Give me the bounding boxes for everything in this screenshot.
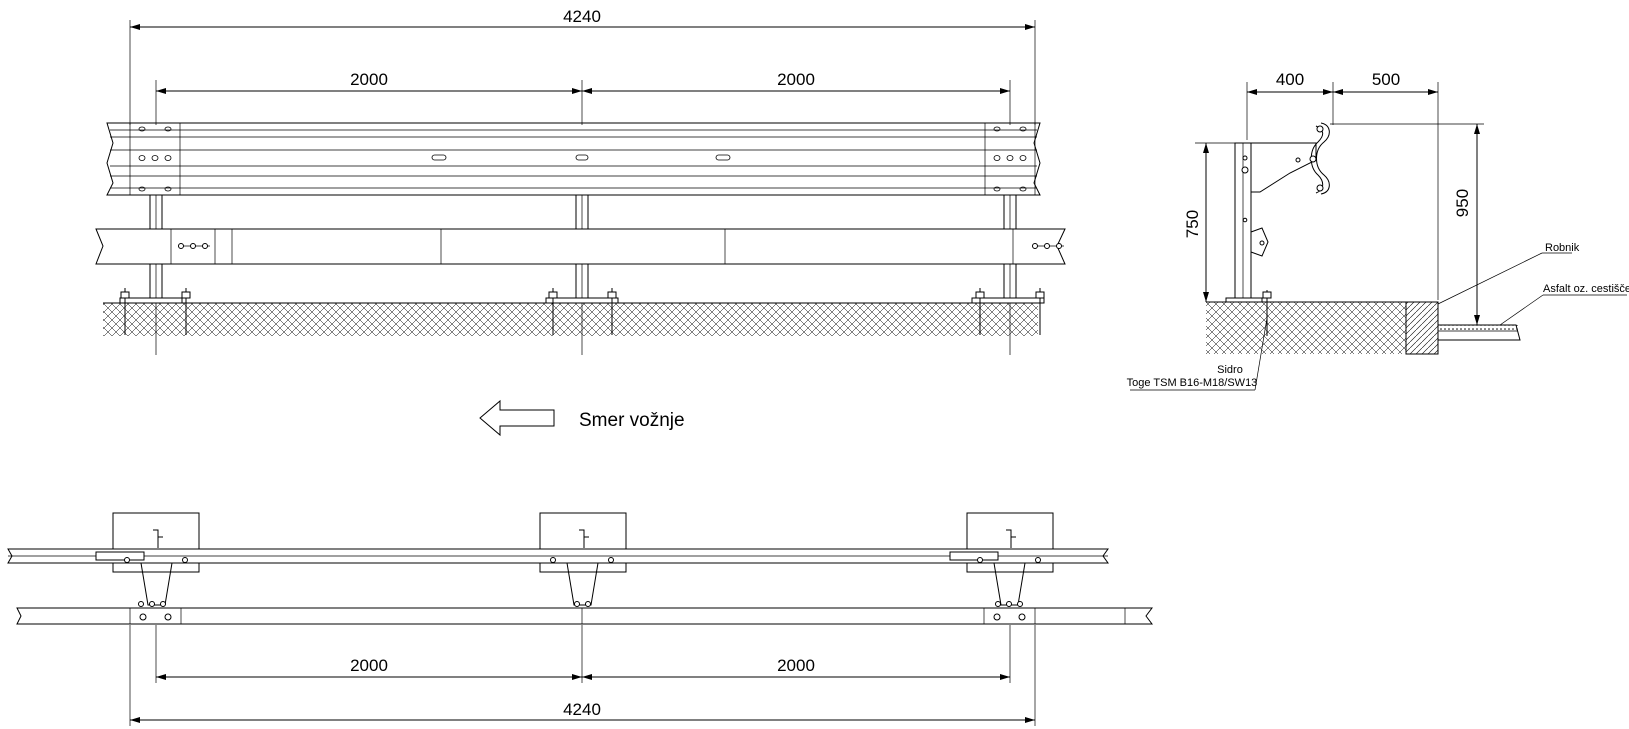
curb	[1405, 301, 1439, 355]
w-beam-rail	[106, 122, 1041, 196]
plan-dim-total-label: 4240	[563, 700, 601, 719]
elevation-dim-span-right-label: 2000	[777, 70, 815, 89]
w-beam-profile	[1309, 122, 1330, 195]
section-ground	[1206, 290, 1406, 354]
plan-dim-total: 4240	[129, 625, 1036, 726]
ground-elevation	[103, 288, 1045, 355]
elevation-view: 4240 2000 2000	[95, 7, 1066, 355]
plan-bracket	[124, 529, 188, 607]
direction-label: Smer vožnje	[579, 410, 685, 431]
splice-bolts	[178, 243, 1064, 249]
elevation-dim-spans: 2000 2000	[155, 70, 1011, 125]
label-curb: Robnik	[1437, 242, 1580, 305]
plan-dim-span-left-label: 2000	[350, 656, 388, 675]
elevation-dim-span-left-label: 2000	[350, 70, 388, 89]
section-dim-total-height-label: 950	[1453, 189, 1472, 217]
section-dim-offset-b: 500	[1372, 70, 1400, 89]
label-anchor: Sidro Toge TSM B16-M18/SW13	[1127, 317, 1268, 391]
anchor-label-2: Toge TSM B16-M18/SW13	[1127, 377, 1258, 389]
label-asphalt: Asfalt oz. cestišče	[1499, 283, 1629, 326]
direction-indicator: Smer vožnje	[479, 399, 685, 437]
anchor-label-1: Sidro	[1217, 364, 1243, 376]
plan-bracket	[977, 529, 1041, 607]
section-dim-post-height: 750	[1183, 142, 1240, 302]
elevation-dim-total-label: 4240	[563, 7, 601, 26]
section-view: 400 500 750 950	[1127, 70, 1629, 391]
plan-brackets	[124, 529, 1041, 607]
base-plate	[119, 288, 191, 335]
plan-w-beam	[7, 548, 1109, 564]
plan-dim-spans: 2000 2000	[155, 625, 1011, 683]
direction-arrow-icon	[479, 399, 555, 437]
curb-label: Robnik	[1545, 242, 1580, 254]
elevation-dim-total: 4240	[129, 7, 1036, 125]
plan-view: 2000 2000 4240	[7, 512, 1153, 726]
section-dim-post-height-label: 750	[1183, 210, 1202, 238]
asphalt-layer	[1437, 324, 1521, 341]
lower-rail	[95, 228, 1066, 265]
section-dim-offsets: 400 500	[1246, 70, 1439, 300]
plan-lower-rail	[16, 607, 1153, 625]
base-plate	[971, 288, 1045, 335]
plan-bracket	[550, 529, 614, 607]
plan-dim-span-right-label: 2000	[777, 656, 815, 675]
asphalt-label: Asfalt oz. cestišče	[1543, 283, 1629, 295]
section-post	[1234, 142, 1317, 302]
section-dim-total-height: 950	[1330, 123, 1484, 325]
section-dim-offset-a: 400	[1276, 70, 1304, 89]
